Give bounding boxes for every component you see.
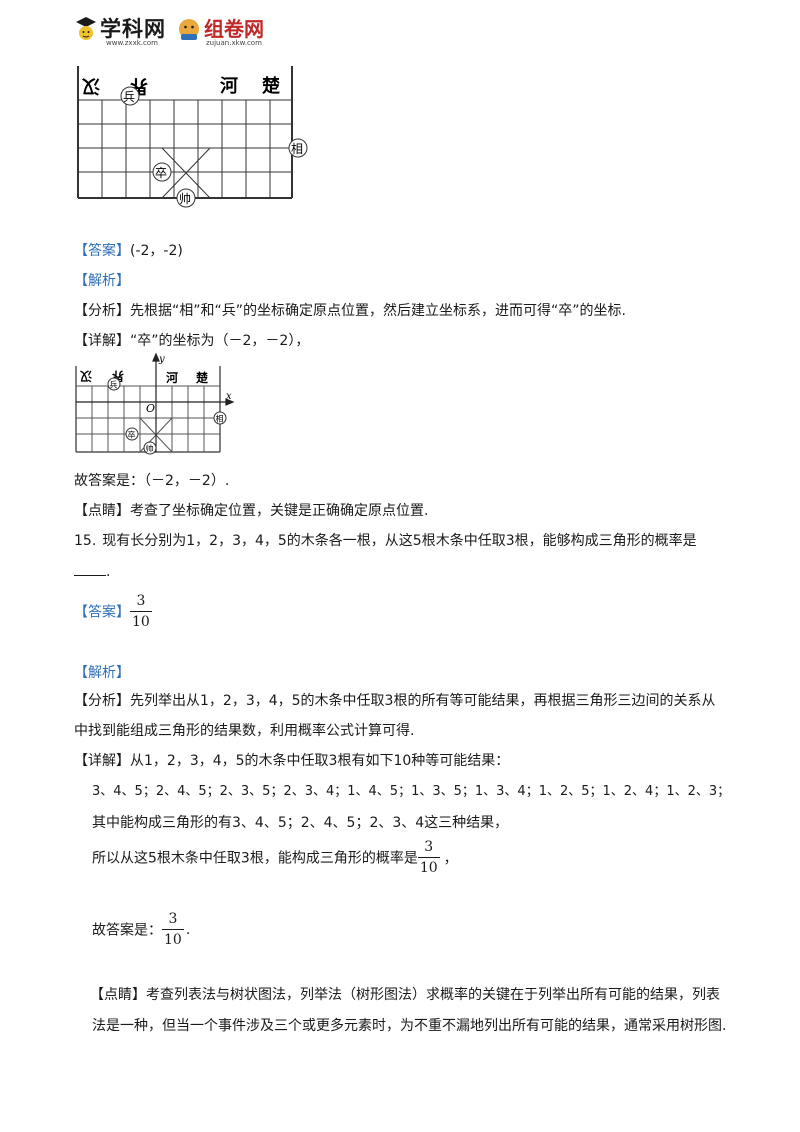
fenxi-label: 【分析】 xyxy=(74,303,130,319)
q15-fenxi-line1: 【分析】先列举出从1，2，3，4，5的木条中任取3根的所有等可能结果，再根据三角… xyxy=(74,690,715,710)
logo-zxxk-text: 学科网 xyxy=(100,17,166,41)
probability-tail: ， xyxy=(443,850,458,867)
q14-conclusion: 故答案是：（－2，－2）. xyxy=(74,473,230,489)
piece-shuai: 帅 xyxy=(143,441,157,455)
q15-stem-line2: . xyxy=(74,563,110,580)
answer-blank xyxy=(74,563,106,576)
xiangjie-text: 从1，2，3，4，5的木条中任取3根有如下10种等可能结果： xyxy=(130,753,510,769)
river-text-left: 汉 xyxy=(81,75,100,96)
answer-value: (-2，-2) xyxy=(130,243,183,259)
river-text-right2: 楚 xyxy=(195,370,209,385)
q15-xiangjie-line: 【详解】从1，2，3，4，5的木条中任取3根有如下10种等可能结果： xyxy=(74,750,509,770)
final-text: 故答案是： xyxy=(92,922,162,939)
chess-board-figure-2: y x O 汉 界 河 楚 兵 相 卒 帅 xyxy=(75,352,235,455)
piece-xiang: 相 xyxy=(213,411,227,425)
answer-label: 【答案】 xyxy=(74,604,130,621)
stem-end: . xyxy=(106,564,111,580)
piece-shuai: 帅 xyxy=(176,188,196,208)
mascot-icon xyxy=(179,19,199,40)
q15-analysis-label: 【解析】 xyxy=(74,665,130,681)
fraction-denominator: 10 xyxy=(130,611,152,629)
graduate-cap-icon xyxy=(76,17,96,40)
xiangjie-label: 【详解】 xyxy=(74,333,130,349)
q15-stem-line1: 15. 现有长分别为1，2，3，4，5的木条各一根，从这5根木条中任取3根，能够构… xyxy=(74,530,697,550)
river-text-left: 汉 xyxy=(79,369,92,384)
axis-x-label: x xyxy=(226,391,232,402)
river-text-right2: 楚 xyxy=(262,75,280,97)
q15-dianjing-line1: 【点睛】考查列表法与树状图法，列举法（树形图法）求概率的关键在于列举出所有可能的… xyxy=(90,984,720,1004)
final-tail: . xyxy=(185,921,191,938)
svg-text:卒: 卒 xyxy=(155,166,167,180)
fenxi-label: 【分析】 xyxy=(74,693,130,709)
q14-xiangjie-line: 【详解】“卒”的坐标为（－2，－2）， xyxy=(74,330,309,350)
chess-board-figure-1: 汉 界 河 楚 兵 相 卒 帅 xyxy=(77,66,308,208)
fenxi-text: 先列举出从1，2，3，4，5的木条中任取3根的所有等可能结果，再根据三角形三边间… xyxy=(130,693,716,709)
q14-dianjing-line: 【点睛】考查了坐标确定位置，关键是正确确定原点位置. xyxy=(74,500,428,520)
fraction-numerator: 3 xyxy=(424,839,434,855)
dianjing-label: 【点睛】 xyxy=(90,987,146,1003)
piece-bing: 兵 xyxy=(107,377,121,391)
xiangjie-label: 【详解】 xyxy=(74,753,130,769)
q15-fenxi-line2: 中找到能组成三角形的结果数，利用概率公式计算可得. xyxy=(74,723,415,739)
dianjing-label: 【点睛】 xyxy=(74,503,130,519)
q14-analysis-label: 【解析】 xyxy=(74,273,130,289)
piece-xiang: 相 xyxy=(288,138,308,158)
probability-text: 所以从这5根木条中任取3根，能构成三角形的概率是 xyxy=(92,850,418,867)
piece-zu: 卒 xyxy=(152,162,172,182)
fraction-denominator: 10 xyxy=(417,857,440,875)
svg-text:帅: 帅 xyxy=(146,444,154,454)
fenxi-text: 先根据“相”和“兵”的坐标确定原点位置，然后建立坐标系，进而可得“卒”的坐标. xyxy=(130,303,626,319)
svg-text:相: 相 xyxy=(291,142,303,156)
question-number: 15. xyxy=(74,533,97,549)
logo-zujuan-url: zujuan.xkw.com xyxy=(206,39,262,47)
question-stem: 现有长分别为1，2，3，4，5的木条各一根，从这5根木条中任取3根，能够构成三角… xyxy=(102,533,697,549)
q14-answer-line: 【答案】(-2，-2) xyxy=(74,240,183,260)
svg-text:帅: 帅 xyxy=(179,192,191,206)
fraction-denominator: 10 xyxy=(162,929,184,947)
logo-zujuan-text: 组卷网 xyxy=(204,17,264,41)
fraction-numerator: 3 xyxy=(168,911,178,927)
river-text-right1: 河 xyxy=(165,370,178,385)
xiangjie-text: “卒”的坐标为（－2，－2）， xyxy=(130,333,310,349)
svg-text:兵: 兵 xyxy=(123,90,135,104)
river-text-right1: 河 xyxy=(220,76,238,97)
logo-zxxk-url: www.zxxk.com xyxy=(106,39,158,47)
q15-dianjing-line2: 法是一种，但当一个事件涉及三个或更多元素时，为不重不漏地列出所有可能的结果，通常… xyxy=(92,1018,727,1034)
axis-y-label: y xyxy=(158,354,165,365)
q14-fenxi-line: 【分析】先根据“相”和“兵”的坐标确定原点位置，然后建立坐标系，进而可得“卒”的… xyxy=(74,300,626,320)
dianjing-text: 考查列表法与树状图法，列举法（树形图法）求概率的关键在于列举出所有可能的结果，列… xyxy=(146,987,720,1003)
dianjing-text: 考查了坐标确定位置，关键是正确确定原点位置. xyxy=(130,503,429,519)
q15-valid-outcomes: 其中能构成三角形的有3、4、5；2、4、5；2、3、4这三种结果， xyxy=(92,815,509,831)
q15-outcome-list: 3、4、5；2、4、5；2、3、5；2、3、4；1、4、5；1、3、5；1、3、… xyxy=(92,784,731,799)
fraction-numerator: 3 xyxy=(136,593,146,609)
svg-text:相: 相 xyxy=(216,414,224,424)
piece-zu: 卒 xyxy=(125,427,139,441)
origin-label: O xyxy=(146,402,155,415)
svg-text:卒: 卒 xyxy=(128,430,136,440)
piece-bing: 兵 xyxy=(120,86,140,106)
svg-text:兵: 兵 xyxy=(110,380,118,390)
answer-label: 【答案】 xyxy=(74,243,130,259)
